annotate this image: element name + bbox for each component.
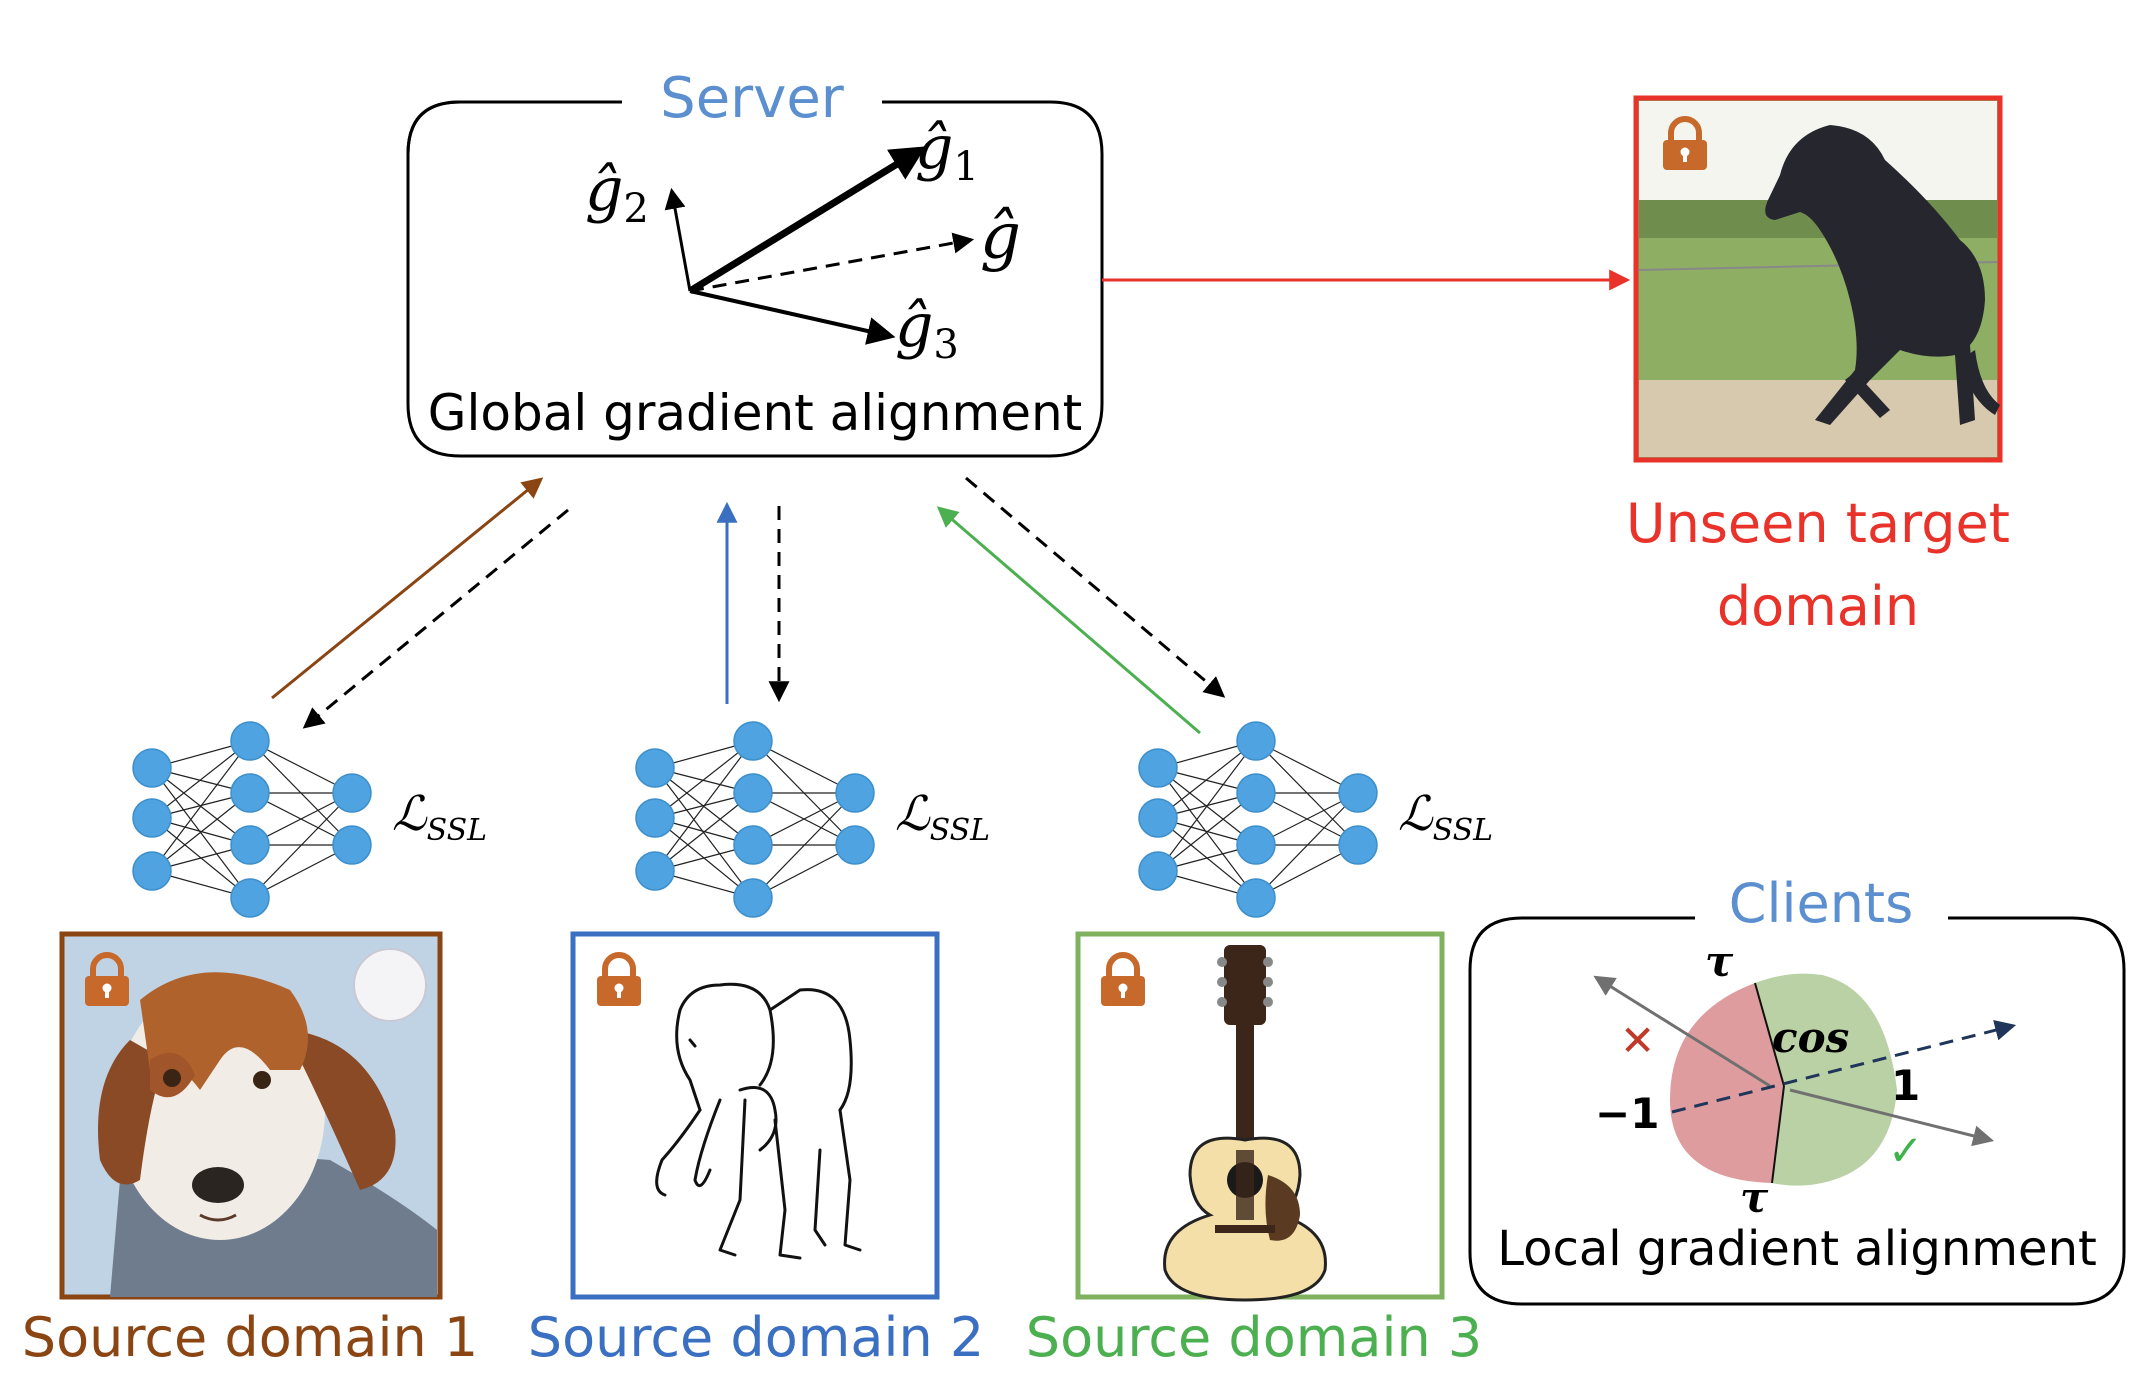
neural-network-1 xyxy=(132,721,372,918)
network-node xyxy=(1138,748,1178,788)
plus-one-label: 1 xyxy=(1891,1061,1920,1110)
network-node xyxy=(132,851,172,891)
reject-mark: ✕ xyxy=(1620,1016,1655,1065)
tau-bottom: τ xyxy=(1740,1173,1769,1222)
loss-label-2: ℒSSL xyxy=(895,786,990,848)
client-networks xyxy=(132,721,1378,918)
neural-network-3 xyxy=(1138,721,1378,918)
loss-label-1: ℒSSL xyxy=(392,786,487,848)
vector-g3 xyxy=(689,289,896,345)
target-label-line2: domain xyxy=(1717,575,1919,638)
guitar-icon xyxy=(1163,945,1327,1302)
network-node xyxy=(733,773,773,813)
network-node xyxy=(733,721,773,761)
elephant-icon xyxy=(655,982,862,1260)
network-node xyxy=(733,825,773,865)
network-node xyxy=(332,825,372,865)
clients-panel: Clients τ τ cos 1 −1 ✕ ✓ Local gradient … xyxy=(1468,872,2126,1306)
local-gradient-arrow xyxy=(1593,975,1771,1088)
vector-g-mean xyxy=(689,232,975,293)
network-node xyxy=(1138,851,1178,891)
horse-icon xyxy=(1765,125,2000,425)
upload-arrow-3 xyxy=(936,506,1201,735)
network-node xyxy=(132,748,172,788)
network-node xyxy=(635,748,675,788)
dog-icon xyxy=(98,972,437,1297)
network-node xyxy=(132,798,172,838)
label-g1: ĝ1 xyxy=(915,113,979,190)
source-image-1 xyxy=(59,931,443,1300)
adopt-me-stamp xyxy=(353,948,427,1022)
network-node xyxy=(635,851,675,891)
network-node xyxy=(635,798,675,838)
clients-caption: Local gradient alignment xyxy=(1497,1221,2097,1277)
target-image xyxy=(1633,95,2003,463)
source-label-3: Source domain 3 xyxy=(1026,1306,1482,1369)
accept-region xyxy=(1755,973,1897,1186)
network-node xyxy=(1236,825,1276,865)
network-node xyxy=(1138,798,1178,838)
network-node xyxy=(230,773,270,813)
label-g2: ĝ2 xyxy=(585,155,649,232)
tau-top: τ xyxy=(1705,937,1734,986)
network-node xyxy=(230,878,270,918)
upload-arrow-1 xyxy=(271,477,544,700)
global-direction-arrow xyxy=(1671,1019,2017,1114)
network-node xyxy=(835,825,875,865)
label-g3: ĝ3 xyxy=(895,291,959,368)
network-node xyxy=(1236,878,1276,918)
loss-label-3: ℒSSL xyxy=(1398,786,1493,848)
network-node xyxy=(1338,773,1378,813)
clients-label: Clients xyxy=(1729,872,1913,935)
label-g-mean: ĝ xyxy=(980,200,1021,274)
source-label-1: Source domain 1 xyxy=(22,1306,478,1369)
network-node xyxy=(1236,773,1276,813)
local-gradient-arrow-2 xyxy=(1789,1088,1995,1147)
download-arrow-1 xyxy=(302,508,569,729)
network-node xyxy=(1338,825,1378,865)
source-image-3 xyxy=(1075,931,1445,1302)
reject-region xyxy=(1670,983,1784,1183)
source-label-2: Source domain 2 xyxy=(528,1306,984,1369)
server-label: Server xyxy=(660,66,845,131)
network-node xyxy=(835,773,875,813)
neural-network-2 xyxy=(635,721,875,918)
vector-g2 xyxy=(664,187,692,292)
network-node xyxy=(230,721,270,761)
server-caption: Global gradient alignment xyxy=(428,384,1083,442)
network-node xyxy=(332,773,372,813)
network-node xyxy=(1236,721,1276,761)
download-arrow-3 xyxy=(965,476,1226,698)
source-image-2 xyxy=(570,931,940,1300)
minus-one-label: −1 xyxy=(1595,1089,1659,1138)
network-node xyxy=(733,878,773,918)
server-panel: Server ĝ1 ĝ2 ĝ3 ĝ Global gradient alignm… xyxy=(406,66,1104,458)
network-node xyxy=(230,825,270,865)
cos-label: cos xyxy=(1772,1013,1849,1062)
target-label-line1: Unseen target xyxy=(1626,492,2010,555)
vector-g1 xyxy=(688,146,926,294)
accept-mark: ✓ xyxy=(1888,1126,1923,1175)
